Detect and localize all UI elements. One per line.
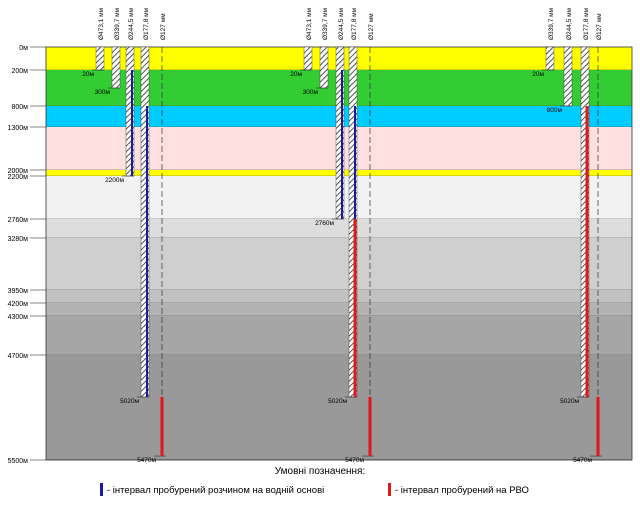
depth-label: 2760м [8, 217, 29, 224]
shoe-depth-label: 300м [95, 89, 111, 96]
string-diameter-label: Ø473,1 мм [306, 7, 313, 40]
legend-rvo-swatch [388, 483, 391, 496]
string-diameter-label: Ø244,5 мм [338, 7, 345, 40]
depth-label: 4700м [8, 353, 29, 360]
shoe-depth-label: 2200м [105, 177, 124, 184]
well-3: Ø339,7 мм 20м Ø244,5 мм 800м Ø177,8 мм 5020м Ø… [532, 7, 603, 464]
depth-label: 2200м [8, 174, 29, 181]
depth-label: 0м [19, 45, 28, 52]
shoe-depth-label: 2760м [315, 220, 334, 227]
string-diameter-label: Ø177,8 мм [583, 7, 590, 40]
layer-10 [46, 316, 632, 355]
string-diameter-label: Ø177,8 мм [143, 7, 150, 40]
layer-9 [46, 303, 632, 316]
legend-water-item: - інтервал пробурений розчином на водній… [100, 483, 324, 496]
shoe-depth-label: 20м [532, 71, 544, 78]
shoe-depth-label: 5020м [560, 398, 579, 405]
depth-label: 800м [12, 104, 29, 111]
wells: Ø473,1 мм 20м Ø339,7 мм 300м Ø244,5 мм 2200м Ø… [82, 7, 603, 464]
shoe-depth-label: 5470м [345, 457, 364, 464]
string-diameter-label: Ø244,5 мм [566, 7, 573, 40]
string-diameter-label: Ø244,5 мм [128, 7, 135, 40]
casing-string [563, 46, 573, 107]
string-diameter-label: Ø473,1 мм [98, 7, 105, 40]
legend-water-label: - інтервал пробурений розчином на водній… [107, 485, 325, 496]
depth-label: 3950м [8, 288, 29, 295]
casing-string [545, 46, 555, 71]
legend-title: Умовні позначення: [274, 466, 366, 477]
well-1: Ø473,1 мм 20м Ø339,7 мм 300м Ø244,5 мм 2200м Ø… [82, 7, 167, 464]
shoe-depth-label: 20м [82, 71, 94, 78]
legend-rvo-item: - інтервал пробурений на РВО [388, 483, 529, 496]
layer-11 [46, 355, 632, 460]
string-diameter-label: Ø127 мм [596, 13, 603, 40]
depth-label: 3280м [8, 236, 29, 243]
casing-string [111, 46, 121, 89]
shoe-depth-label: 5020м [328, 398, 347, 405]
shoe-depth-label: 5470м [137, 457, 156, 464]
layer-6 [46, 219, 632, 238]
well-2: Ø473,1 мм 20м Ø339,7 мм 300м Ø244,5 мм 2760м Ø… [290, 7, 375, 464]
string-diameter-label: Ø339,7 мм [114, 7, 121, 40]
legend-water-swatch [100, 483, 103, 496]
string-diameter-label: Ø127 мм [160, 13, 167, 40]
depth-label: 4200м [8, 301, 29, 308]
string-diameter-label: Ø177,8 мм [351, 7, 358, 40]
depth-label: 5500м [8, 458, 29, 465]
shoe-depth-label: 800м [547, 107, 563, 114]
shoe-depth-label: 5470м [573, 457, 592, 464]
shoe-depth-label: 5020м [120, 398, 139, 405]
legend-rvo-label: - інтервал пробурений на РВО [395, 485, 529, 496]
string-diameter-label: Ø127 мм [368, 13, 375, 40]
well-construction-diagram: 0м200м800м1300м2000м2200м2760м3280м3950м… [8, 7, 633, 465]
depth-label: 2000м [8, 168, 29, 175]
shoe-depth-label: 300м [303, 89, 319, 96]
shoe-depth-label: 20м [290, 71, 302, 78]
string-diameter-label: Ø339,7 мм [548, 7, 555, 40]
string-diameter-label: Ø339,7 мм [322, 7, 329, 40]
depth-label: 200м [12, 68, 29, 75]
casing-string [319, 46, 329, 89]
casing-string [95, 46, 105, 71]
depth-label: 1300м [8, 125, 29, 132]
depth-label: 4300м [8, 314, 29, 321]
layer-8 [46, 290, 632, 303]
layer-7 [46, 238, 632, 290]
casing-string [303, 46, 313, 71]
